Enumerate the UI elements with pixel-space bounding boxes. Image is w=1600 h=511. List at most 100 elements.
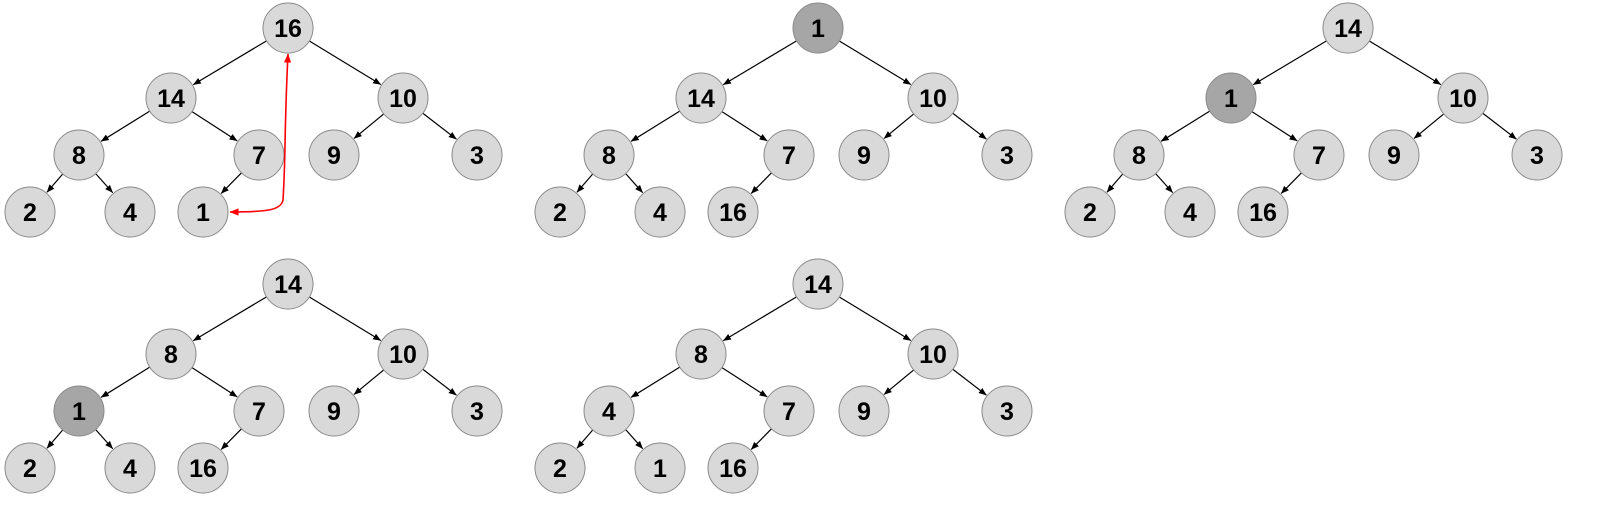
tree-edge-arrow <box>95 173 114 194</box>
node-circle <box>233 385 285 437</box>
node-circle <box>1064 186 1116 238</box>
node-value-label: 9 <box>327 142 341 170</box>
heap-node: 14 <box>1322 2 1374 54</box>
tree-edge-arrow <box>839 296 912 341</box>
heap-node: 14 <box>675 72 727 124</box>
node-value-label: 8 <box>694 341 708 369</box>
heap-node: 8 <box>1113 129 1165 181</box>
node-circle <box>104 442 156 494</box>
heap-node: 7 <box>1293 129 1345 181</box>
heap-node: 10 <box>907 328 959 380</box>
heap-node: 8 <box>145 328 197 380</box>
tree-edge-arrow <box>1106 173 1124 193</box>
node-value-label: 2 <box>23 455 37 483</box>
node-value-label: 4 <box>1183 199 1197 227</box>
tree-edge-arrow <box>422 112 457 140</box>
heap-node: 7 <box>233 129 285 181</box>
tree-edge-arrow <box>1155 173 1174 194</box>
node-value-label: 8 <box>1132 142 1146 170</box>
node-circle <box>583 385 635 437</box>
heap-node: 14 <box>262 258 314 310</box>
tree-edge-arrow <box>309 296 382 341</box>
tree-edge-arrow <box>220 172 242 194</box>
heap-node: 10 <box>1437 72 1489 124</box>
tree-edge-arrow <box>95 429 114 450</box>
node-value-label: 4 <box>123 455 137 483</box>
node-circle <box>451 129 503 181</box>
heap-node-highlighted: 1 <box>53 385 105 437</box>
heap-node: 2 <box>1064 186 1116 238</box>
tree-edge-arrow <box>630 110 681 142</box>
node-circle <box>1237 186 1289 238</box>
node-value-label: 9 <box>1387 142 1401 170</box>
tree-edge-arrow <box>750 172 772 194</box>
node-circle <box>707 442 759 494</box>
node-value-label: 8 <box>164 341 178 369</box>
heap-node: 3 <box>1511 129 1563 181</box>
heap-node: 8 <box>53 129 105 181</box>
node-value-label: 10 <box>389 85 417 113</box>
node-circle <box>838 129 890 181</box>
node-circle <box>1205 72 1257 124</box>
node-value-label: 10 <box>919 85 947 113</box>
node-value-label: 1 <box>196 199 210 227</box>
node-circle <box>981 385 1033 437</box>
node-value-label: 9 <box>857 398 871 426</box>
node-circle <box>675 328 727 380</box>
heap-node: 14 <box>792 258 844 310</box>
heap-node: 16 <box>1237 186 1289 238</box>
heap-node-highlighted: 1 <box>1205 72 1257 124</box>
node-circle <box>451 385 503 437</box>
node-circle <box>907 72 959 124</box>
node-circle <box>262 2 314 54</box>
node-circle <box>262 258 314 310</box>
heap-node: 1 <box>177 186 229 238</box>
node-circle <box>534 186 586 238</box>
node-value-label: 9 <box>857 142 871 170</box>
node-value-label: 16 <box>719 199 747 227</box>
heap-node: 9 <box>838 385 890 437</box>
node-circle <box>1322 2 1374 54</box>
node-value-label: 14 <box>687 85 715 113</box>
node-value-label: 14 <box>1334 15 1362 43</box>
tree-edge-arrow <box>353 113 385 139</box>
heap-node: 7 <box>233 385 285 437</box>
node-circle <box>707 186 759 238</box>
node-circle <box>1437 72 1489 124</box>
node-circle <box>104 186 156 238</box>
tree-edge-arrow <box>1160 110 1211 142</box>
tree-edge-arrow <box>1251 111 1298 142</box>
node-value-label: 16 <box>719 455 747 483</box>
node-circle <box>534 442 586 494</box>
node-circle <box>1164 186 1216 238</box>
swap-arrow <box>229 53 292 216</box>
node-circle <box>981 129 1033 181</box>
heap-node: 4 <box>1164 186 1216 238</box>
heap-node: 9 <box>308 129 360 181</box>
tree-edge-arrow <box>722 296 797 342</box>
heap-node: 16 <box>707 186 759 238</box>
heap-node-highlighted: 1 <box>792 2 844 54</box>
heap-tree-step-3: 14 1 10 8 7 9 3 2 4 16 <box>1064 2 1563 238</box>
node-circle <box>177 442 229 494</box>
node-value-label: 16 <box>1249 199 1277 227</box>
heap-node: 10 <box>907 72 959 124</box>
tree-edge-arrow <box>750 428 772 450</box>
heap-node: 2 <box>4 442 56 494</box>
node-circle <box>763 129 815 181</box>
heap-node: 4 <box>104 186 156 238</box>
tree-edge-arrow <box>192 296 267 342</box>
node-value-label: 10 <box>1449 85 1477 113</box>
tree-edge-arrow <box>625 173 644 194</box>
heap-node: 16 <box>262 2 314 54</box>
heap-node: 2 <box>534 442 586 494</box>
node-circle <box>145 72 197 124</box>
tree-edge-arrow <box>721 111 768 142</box>
tree-edge-arrow <box>100 366 151 398</box>
tree-edge-arrow <box>1413 113 1445 139</box>
tree-edge-arrow <box>576 173 594 193</box>
node-circle <box>838 385 890 437</box>
heap-node: 3 <box>981 129 1033 181</box>
node-circle <box>907 328 959 380</box>
